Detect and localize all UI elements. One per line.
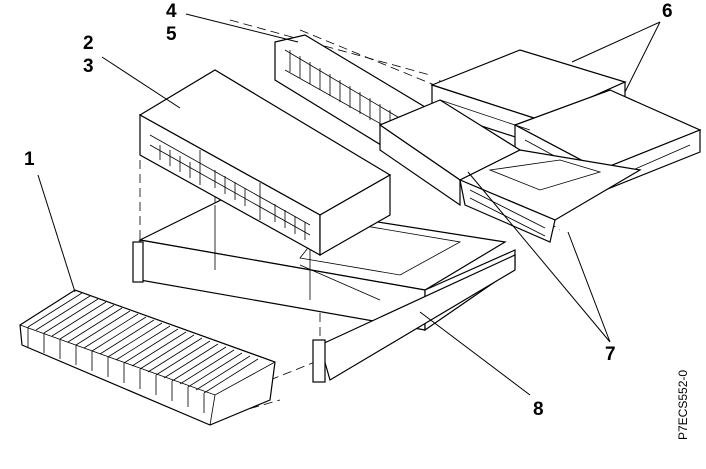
leader-lines [37,13,661,396]
callout-8: 8 [533,399,544,420]
chassis-enclosure [132,197,516,383]
callout-2: 2 [83,33,94,54]
callout-7: 7 [605,344,616,365]
drive-carriers [27,292,259,413]
callout-3: 3 [83,56,94,77]
callout-1: 1 [24,149,35,170]
cage-slots [159,145,306,240]
drive-cage [138,69,392,257]
drive-assemblies [19,289,276,426]
figure-id: P7ECS552-0 [676,369,690,440]
callout-4: 4 [166,1,177,22]
callout-5: 5 [166,24,177,45]
power-supplies [378,99,642,243]
callout-6: 6 [662,1,673,22]
